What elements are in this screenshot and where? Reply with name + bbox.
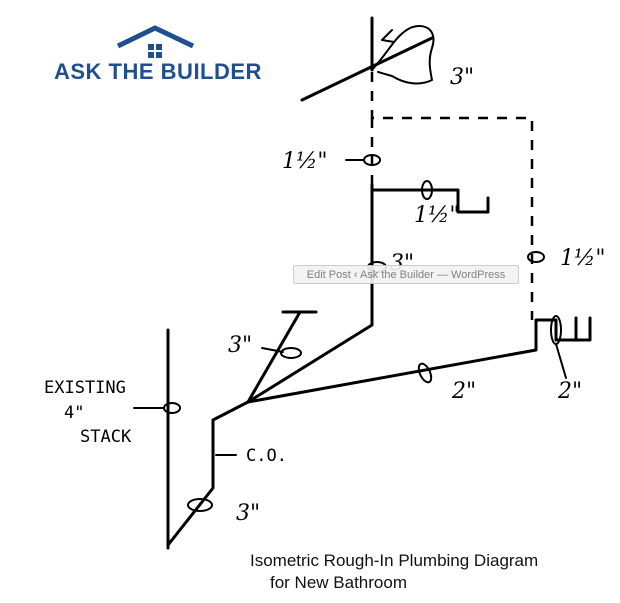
dashed-vent-line xyxy=(370,72,534,320)
pipe-size-marker xyxy=(163,402,181,414)
label-right-vent: 1½" xyxy=(560,246,605,271)
pipe-size-marker xyxy=(421,180,433,200)
pipe-size-marker xyxy=(527,251,545,263)
label-vent-dash: 1½" xyxy=(282,149,327,174)
browser-tooltip: Edit Post ‹ Ask the Builder — WordPress xyxy=(293,265,519,284)
roof-callout-loop xyxy=(371,25,435,85)
label-tub-drain: 2" xyxy=(451,379,476,404)
label-vent-top: 3" xyxy=(450,65,474,90)
label-trap-right: 2" xyxy=(557,379,582,404)
existing-stack-line1: EXISTING xyxy=(44,378,126,398)
tub-drain xyxy=(246,316,578,404)
label-toilet-branch: 3" xyxy=(228,333,252,358)
label-leader xyxy=(261,347,284,353)
pipe-size-marker xyxy=(280,347,302,359)
logo-text: ASK THE BUILDER xyxy=(54,59,262,84)
existing-stack-line3: STACK xyxy=(80,427,132,447)
lavatory-branch xyxy=(370,188,490,214)
label-cleanout: C.O. xyxy=(246,446,287,466)
pipe-size-marker xyxy=(187,498,213,512)
caption-line1: Isometric Rough-In Plumbing Diagram xyxy=(250,551,539,570)
ask-the-builder-logo: ASK THE BUILDER xyxy=(54,25,262,84)
label-stack-connection: 3" xyxy=(236,501,260,526)
callout-arrow-icon xyxy=(381,29,395,43)
toilet-branch xyxy=(246,310,302,404)
label-lav-branch: 1½" xyxy=(414,203,459,228)
tub-trap xyxy=(574,316,592,342)
caption-line2: for New Bathroom xyxy=(270,573,407,592)
pipe-size-marker xyxy=(417,362,433,384)
diagram-caption: Isometric Rough-In Plumbing Diagram for … xyxy=(250,550,610,594)
lower-drain xyxy=(166,400,250,547)
existing-stack-line2: 4" xyxy=(64,403,84,423)
roof-line xyxy=(300,36,434,102)
main-riser xyxy=(246,183,374,404)
label-leader xyxy=(555,343,567,379)
